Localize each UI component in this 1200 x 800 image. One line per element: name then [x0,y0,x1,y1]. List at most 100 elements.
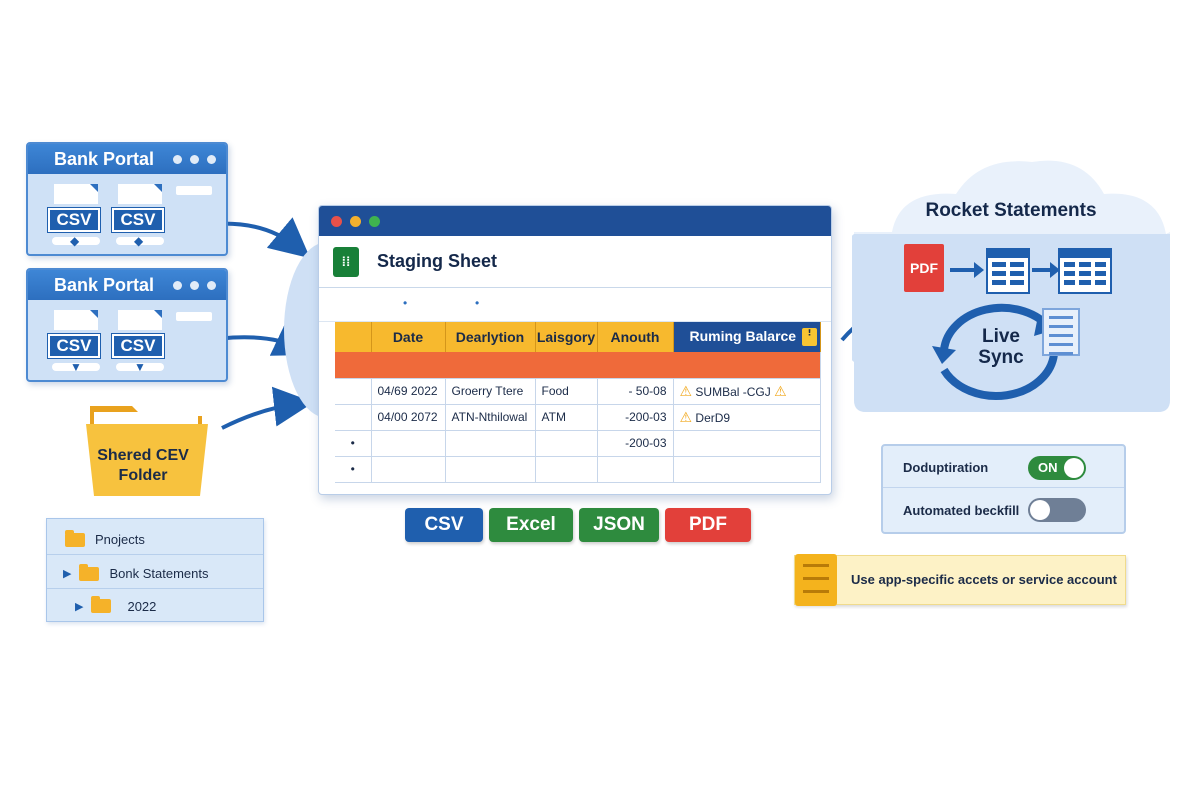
format-badge-json[interactable]: JSON [579,508,659,542]
expand-triangle-icon: ▶ [63,568,72,580]
row-number-header [335,322,372,352]
balance-value: DerD9 [695,410,731,425]
staging-sheet-window: ⁞⁞ Staging Sheet • • Date Dearlytion Lai… [318,205,832,495]
note-text: Use app-specific accets or service accou… [851,572,1117,587]
spreadsheet-icon [1058,248,1112,294]
close-dot-icon[interactable] [331,215,342,227]
arrow-folder-to-sheet [221,386,314,430]
column-header-date[interactable]: Date [371,322,446,352]
portal-title: Bank Portal [54,148,155,169]
folder-icon [91,596,112,613]
cell-category[interactable]: ATM [535,404,598,431]
tree-item-label: Pnojects [95,532,145,547]
portal-header: Bank Portal [28,270,226,300]
cell-category[interactable] [535,430,598,457]
minimize-dot-icon[interactable] [350,215,361,227]
table-row[interactable]: 04/69 2022 Groerry Ttere Food - 50-08 ⚠ … [335,378,821,405]
staging-table: Date Dearlytion Laisgory Anouth Ruming B… [335,322,821,483]
cell-amount[interactable]: -200-03 [597,430,674,457]
download-arrow-icon: ▼ [70,360,82,374]
cell-date[interactable] [371,430,446,457]
cell-balance[interactable]: ⚠ SUMBal -CGJ ⚠ [673,378,821,405]
live-sync-line2: Sync [978,347,1024,368]
backfill-toggle[interactable] [1028,498,1086,522]
folder-label-line1: Shered CEV [97,447,189,464]
portal-title: Bank Portal [54,274,155,295]
row-number-cell: • [335,456,372,483]
file-icon [118,310,162,330]
sheet-title: Staging Sheet [377,251,498,271]
cell-category[interactable]: Food [535,378,598,405]
cell-date[interactable] [371,456,446,483]
cell-date[interactable]: 04/69 2022 [371,378,446,405]
project-tree: Pnojects ▶ Bonk Statements ▶ 2022 [46,518,264,622]
dedup-label: Doduptiration [903,460,989,475]
toggle-state-label: ON [1038,460,1058,475]
text-line-placeholder [176,186,212,195]
folder-label-line2: Folder [118,467,168,484]
spreadsheet-icon [986,248,1030,294]
live-sync-line1: Live [981,326,1021,347]
csv-download-button[interactable]: CSV [111,333,165,359]
cell-description[interactable]: Groerry Ttere [445,378,536,405]
format-badge-csv[interactable]: CSV [405,508,483,542]
tree-item-projects[interactable]: Pnojects [47,525,263,555]
file-icon [54,184,98,204]
cell-balance[interactable] [673,430,821,457]
sticky-note: Use app-specific accets or service accou… [794,554,1126,606]
dedup-toggle[interactable]: ON [1028,455,1086,480]
column-header-description[interactable]: Dearlytion [445,322,536,352]
table-row[interactable]: • -200-03 [335,430,821,457]
cell-description[interactable] [445,456,536,483]
window-dots-icon [173,154,216,164]
cell-category[interactable] [535,456,598,483]
rocket-statements-title: Rocket Statements [925,200,1097,221]
header-divider [335,352,821,379]
cell-description[interactable]: ATN-Nthilowal [445,404,536,431]
csv-download-button[interactable]: CSV [47,207,101,233]
file-icon [118,184,162,204]
text-line-placeholder [176,312,212,321]
pdf-file-icon: PDF [904,244,944,292]
export-format-badges: CSV Excel JSON PDF [405,508,751,542]
folder-icon [86,406,208,496]
settings-panel: Doduptiration ON Automated beckfill [881,444,1126,534]
column-header-category[interactable]: Laisgory [535,322,598,352]
cell-balance[interactable]: ⚠ DerD9 [673,404,821,431]
table-header-row: Date Dearlytion Laisgory Anouth Ruming B… [335,322,821,352]
backfill-row: Automated beckfill [883,490,1124,530]
expand-triangle-icon: ▶ [75,600,84,613]
cell-balance[interactable] [673,456,821,483]
table-row[interactable]: • [335,456,821,483]
shared-folder[interactable]: Shered CEV Folder [84,400,214,498]
cell-description[interactable] [445,430,536,457]
tree-item-2022[interactable]: ▶ 2022 [47,591,263,621]
sheet-header: ⁞⁞ Staging Sheet [319,236,831,288]
csv-download-button[interactable]: CSV [111,207,165,233]
table-row[interactable]: 04/00 2072 ATN-Nthilowal ATM -200-03 ⚠ D… [335,404,821,431]
maximize-dot-icon[interactable] [369,215,380,227]
cell-amount[interactable]: - 50-08 [597,378,674,405]
folder-icon [65,529,85,547]
column-header-amount[interactable]: Anouth [597,322,674,352]
pill-placeholder [52,237,100,245]
row-number-cell [335,404,372,431]
cell-amount[interactable]: -200-03 [597,404,674,431]
cell-amount[interactable] [597,456,674,483]
tree-item-bank-statements[interactable]: ▶ Bonk Statements [47,559,263,589]
rocket-statements-cloud: Rocket Statements PDF Live Sync [852,150,1170,412]
download-arrow-icon: ◆ [134,234,144,248]
warning-icon: ⚠ [774,382,787,399]
format-badge-excel[interactable]: Excel [489,508,573,542]
backfill-label: Automated beckfill [903,502,1020,518]
balance-value: SUMBal -CGJ [695,384,771,399]
pill-placeholder [116,363,164,371]
sheet-grid-top: • • [319,288,831,322]
row-number-cell [335,378,372,405]
file-icon [54,310,98,330]
window-titlebar [319,206,831,236]
cell-date[interactable]: 04/00 2072 [371,404,446,431]
format-badge-pdf[interactable]: PDF [665,508,751,542]
csv-download-button[interactable]: CSV [47,333,101,359]
